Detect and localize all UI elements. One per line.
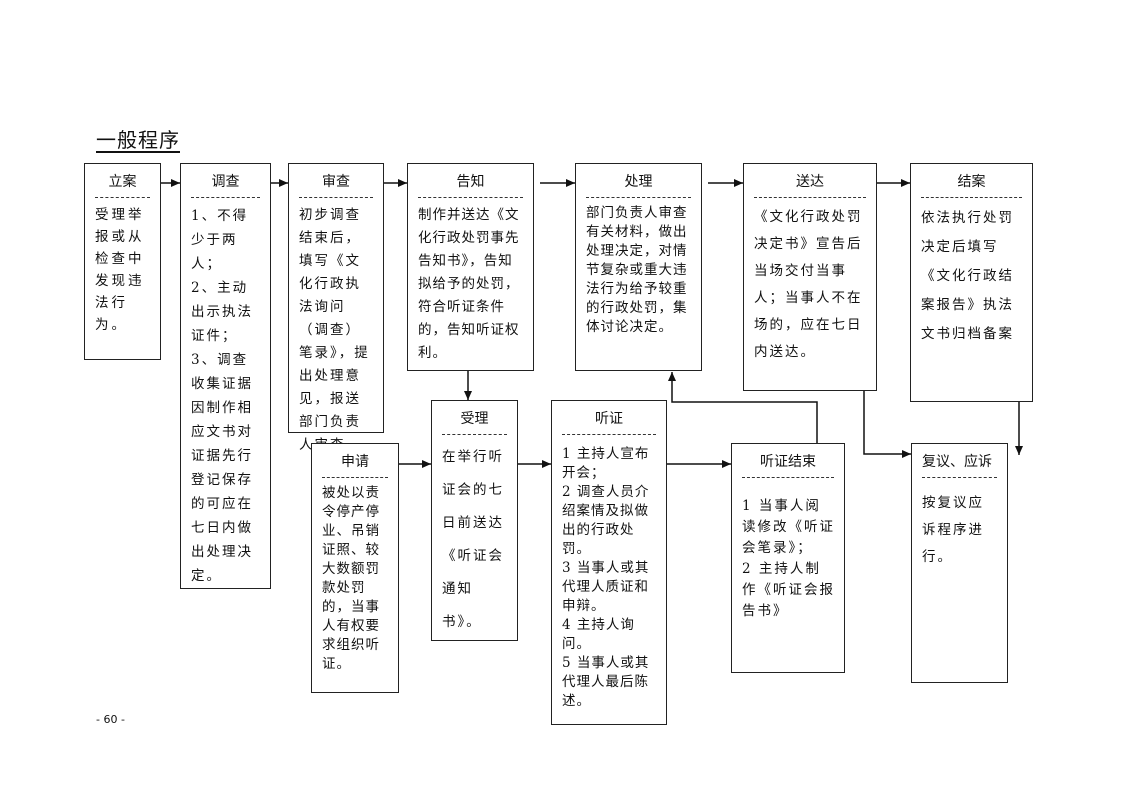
arrow-songda-fuyi — [863, 391, 911, 458]
divider — [922, 477, 997, 478]
node-header: 复议、应诉 — [922, 454, 992, 470]
node-text: 3、调查收集证据因制作相应文书对证据先行登记保存的可应在七日内做出处理决定。 — [191, 352, 253, 584]
node-tingzheng: 听证 1 主持人宣布开会； 2 调查人员介绍案情及拟做出的行政处罚。 3 当事人… — [551, 400, 667, 725]
node-shouli: 受理 在举行听证会的七日前送达《听证会通知书》。 — [431, 400, 518, 641]
divider — [562, 434, 656, 435]
node-header: 听证 — [595, 411, 623, 427]
node-header: 立案 — [108, 174, 137, 190]
node-gaozhi: 告知 制作并送达《文化行政处罚事先告知书》，告知拟给予的处罚，符合听证条件的，告… — [407, 163, 534, 371]
divider — [191, 197, 260, 198]
node-lian: 立案 受理举报或从检查中发现违法行为。 — [84, 163, 161, 360]
node-shenqing: 申请 被处以责令停产停业、吊销证照、较大数额罚款处罚的，当事人有权要求组织听证。 — [311, 443, 399, 693]
divider — [95, 197, 150, 198]
page-title: 一般程序 — [96, 128, 180, 152]
node-text: 按复议应诉程序进行。 — [922, 495, 984, 565]
divider — [299, 197, 373, 198]
node-text: 受理举报或从检查中发现违法行为。 — [95, 207, 145, 333]
node-text: 4 主持人询问。 — [562, 617, 635, 652]
arrow-end-chuli — [668, 372, 818, 443]
node-text: 3 当事人或其代理人质证和申辩。 — [562, 560, 650, 614]
node-text: 5 当事人或其代理人最后陈述。 — [562, 655, 650, 709]
divider — [754, 197, 866, 198]
node-header: 处理 — [624, 174, 653, 190]
node-header: 审查 — [322, 174, 350, 190]
node-text: 1 主持人宣布开会； — [562, 446, 650, 481]
node-header: 告知 — [456, 174, 485, 190]
node-shencha: 审查 初步调查结束后，填写《文化行政执法询问（调查）笔录》，提出处理意见，报送部… — [288, 163, 384, 453]
divider — [921, 197, 1022, 198]
node-songda: 送达 《文化行政处罚决定书》宣告后当场交付当事人；当事人不在场的，应在七日内送达… — [743, 163, 877, 391]
node-text: 初步调查结束后，填写《文化行政执法询问（调查）笔录》，提出处理意见，报送部门负责… — [299, 207, 370, 453]
node-header: 听证结束 — [760, 454, 816, 470]
node-text: 2 主持人制作《听证会报告书》 — [742, 561, 835, 619]
node-header: 申请 — [341, 454, 369, 470]
node-text: 2、主动出示执法证件； — [191, 280, 253, 344]
node-text: 1、不得少于两人； — [191, 208, 249, 272]
node-text: 部门负责人审查有关材料，做出处理决定，对情节复杂或重大违法行为给予较重的行政处罚… — [586, 205, 688, 335]
node-header: 调查 — [211, 174, 240, 190]
node-header: 结案 — [957, 174, 986, 190]
divider — [322, 477, 388, 478]
divider — [442, 434, 507, 435]
node-diaocha: 调查 1、不得少于两人； 2、主动出示执法证件； 3、调查收集证据因制作相应文书… — [180, 163, 271, 589]
node-tingzheng-end: 听证结束 1 当事人阅读修改《听证会笔录》； 2 主持人制作《听证会报告书》 — [731, 443, 845, 673]
node-text: 2 调查人员介绍案情及拟做出的行政处罚。 — [562, 484, 650, 557]
node-text: 被处以责令停产停业、吊销证照、较大数额罚款处罚的，当事人有权要求组织听证。 — [322, 485, 380, 672]
node-text: 1 当事人阅读修改《听证会笔录》； — [742, 498, 835, 556]
page-number: - 60 - — [96, 713, 125, 726]
node-jiean: 结案 依法执行处罚决定后填写《文化行政结案报告》执法文书归档备案 — [910, 163, 1033, 402]
node-text: 在举行听证会的七日前送达《听证会通知书》。 — [442, 449, 504, 630]
node-header: 送达 — [796, 174, 824, 190]
node-text: 依法执行处罚决定后填写《文化行政结案报告》执法文书归档备案 — [921, 210, 1014, 342]
node-chuli: 处理 部门负责人审查有关材料，做出处理决定，对情节复杂或重大违法行为给予较重的行… — [575, 163, 702, 371]
divider — [586, 197, 691, 198]
node-text: 《文化行政处罚决定书》宣告后当场交付当事人；当事人不在场的，应在七日内送达。 — [754, 209, 863, 360]
node-header: 受理 — [460, 411, 489, 427]
divider — [742, 477, 834, 478]
divider — [418, 197, 523, 198]
node-text: 制作并送达《文化行政处罚事先告知书》，告知拟给予的处罚，符合听证条件的，告知听证… — [418, 207, 520, 361]
node-fuyi: 复议、应诉 按复议应诉程序进行。 — [911, 443, 1008, 683]
